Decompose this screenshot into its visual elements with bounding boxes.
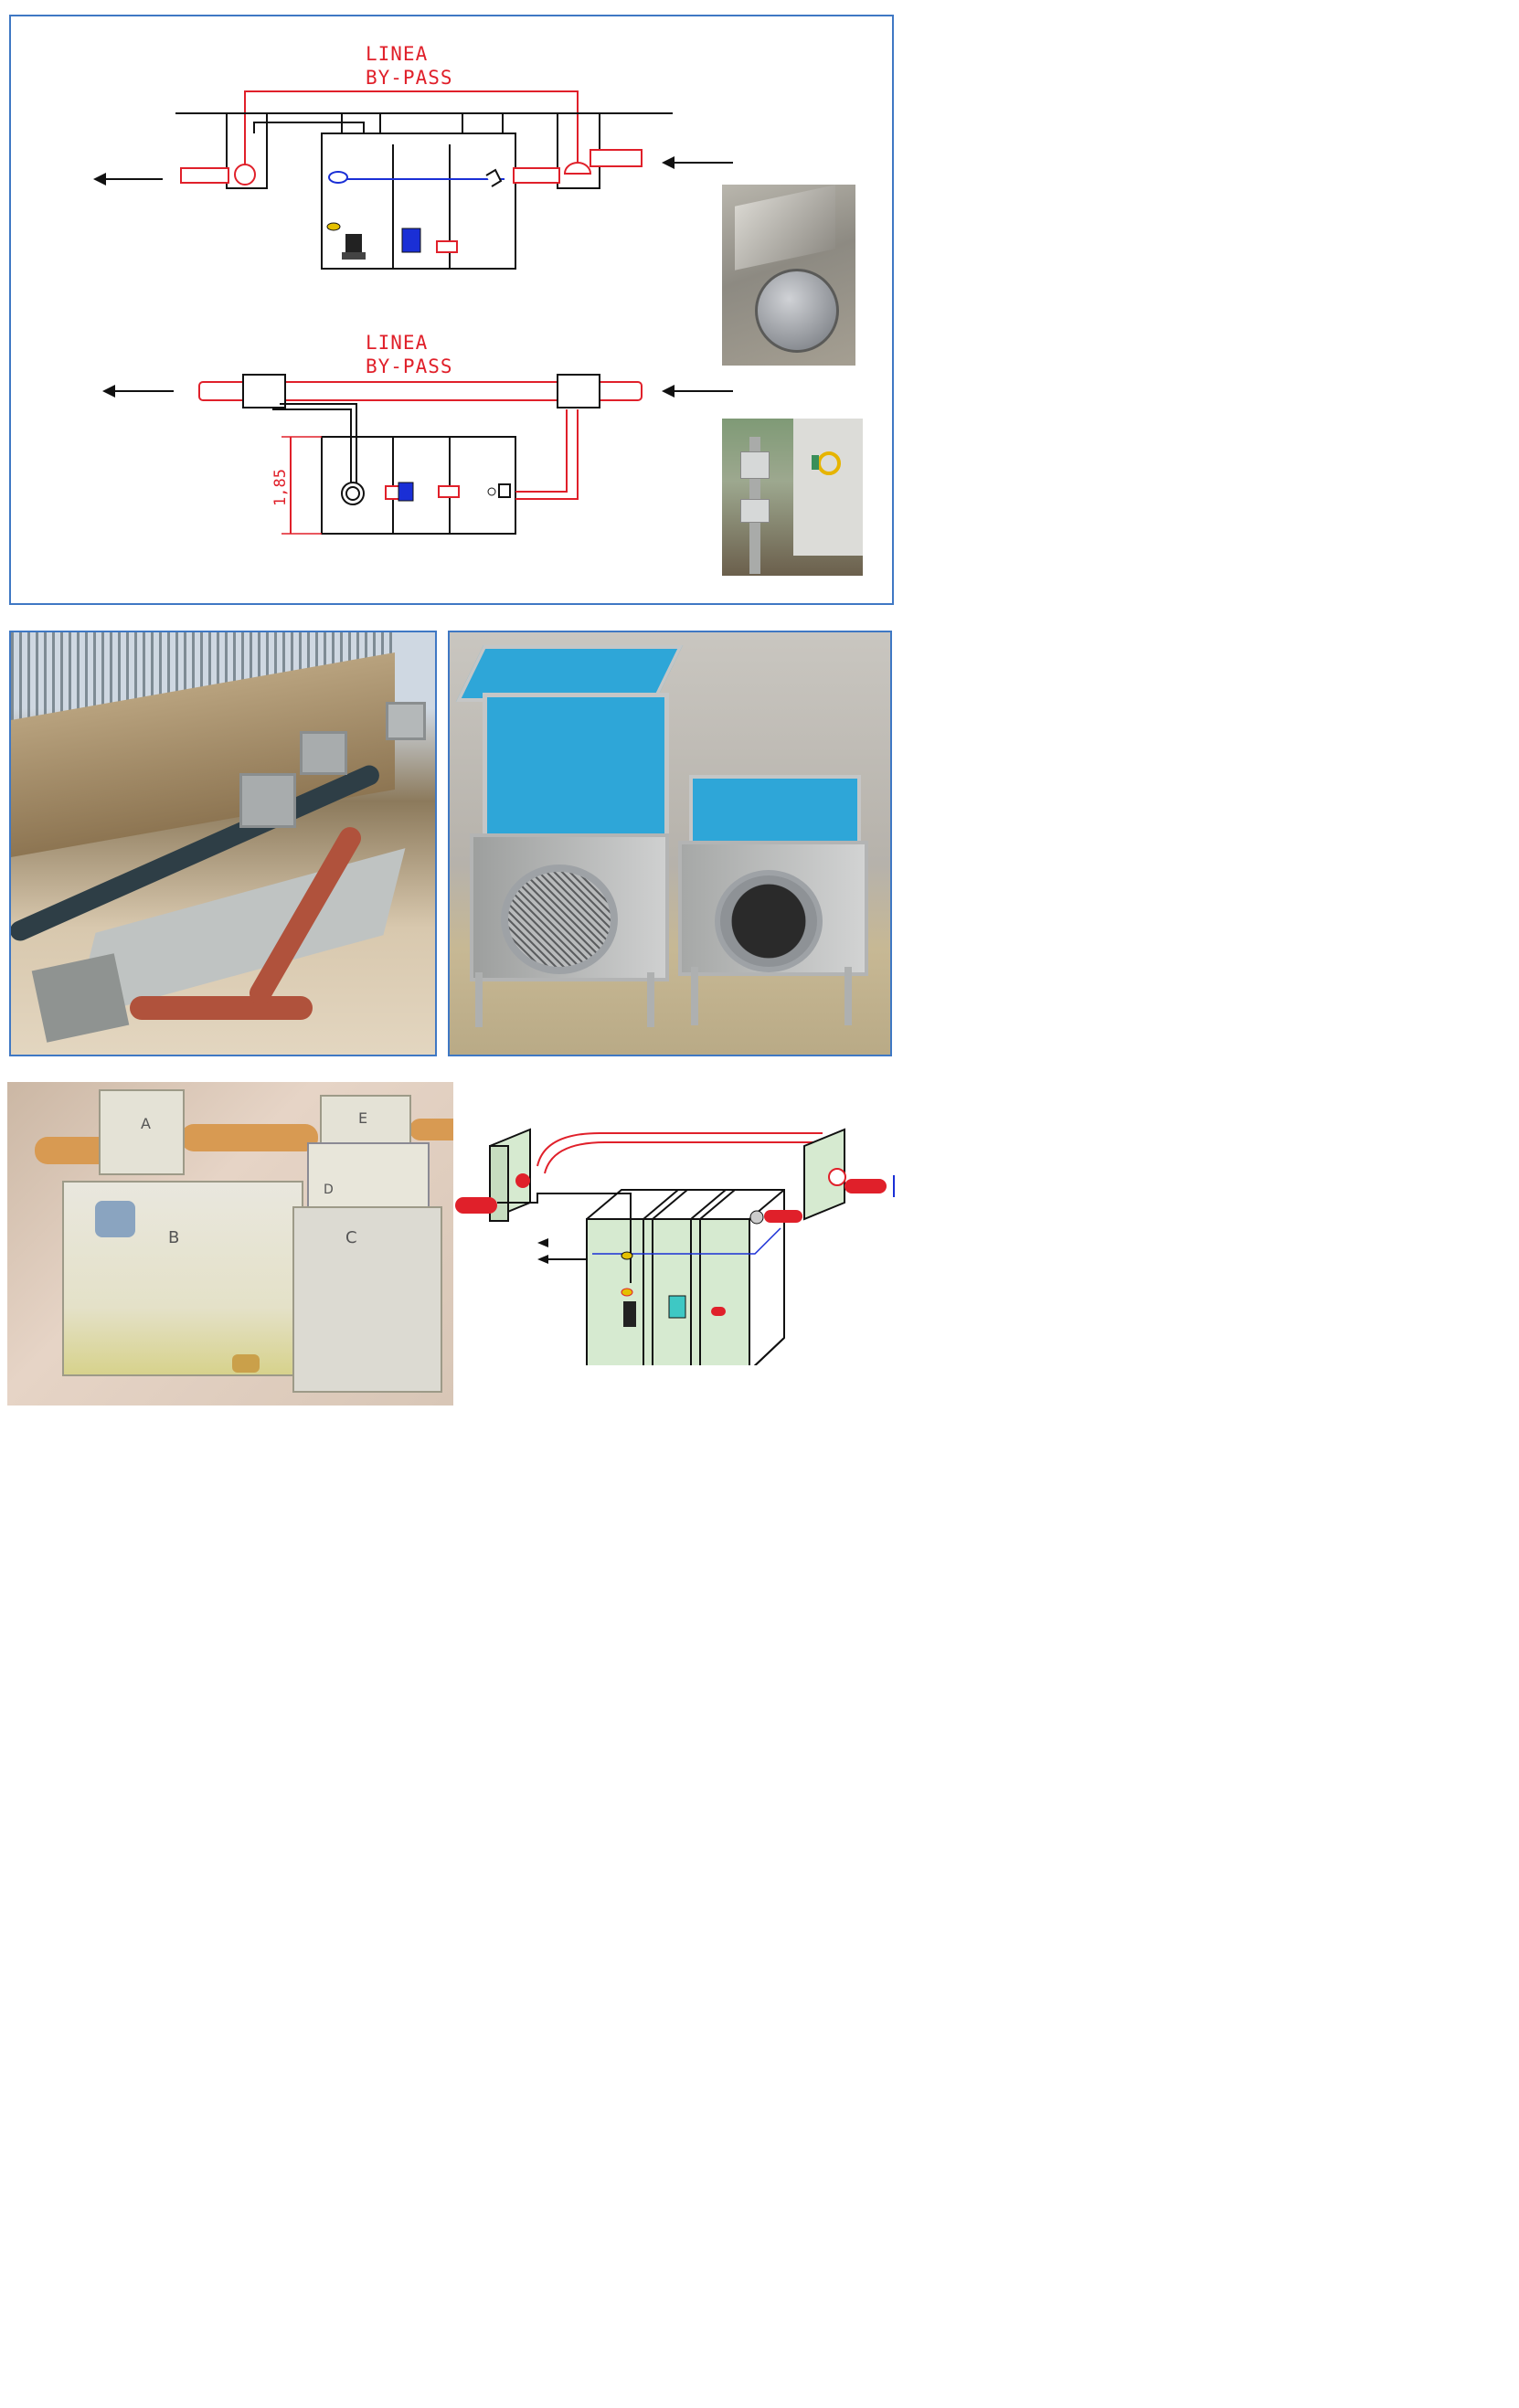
plan-outflow-arrow-icon: [102, 385, 115, 398]
sketch-label-e: E: [358, 1109, 368, 1127]
iso-water-level: [592, 1227, 781, 1255]
iso-outlet-pipe: [455, 1197, 497, 1214]
iso-bypass-line: [536, 1132, 823, 1167]
photo-electrical-control-panel: [722, 419, 863, 576]
outflow-arrow-icon: [93, 173, 106, 186]
outlet-manhole: [226, 113, 268, 189]
sketch-tank-cutaway: A E D B C: [7, 1082, 453, 1406]
iso-outflow-arrow-icon: [537, 1255, 548, 1264]
photo-installed-concrete-tank-with-bypass-pipe: [9, 631, 437, 1056]
plan-label-line1: LINEA: [366, 332, 428, 354]
top-diagram-panel: LINEA BY-PASS: [9, 15, 894, 605]
photo-steel-odor-filter-boxes: [448, 631, 892, 1056]
section-label-line1: LINEA: [366, 43, 428, 65]
sketch-label-d: D: [324, 1183, 334, 1197]
plan-label-line2: BY-PASS: [366, 355, 453, 377]
section-bypass-line: [244, 90, 579, 170]
sketch-label-a: A: [141, 1115, 151, 1132]
plan-bypass-pipe: [198, 381, 643, 401]
section-label-line2: BY-PASS: [366, 67, 453, 89]
sketch-label-c: C: [345, 1228, 357, 1247]
bypass-line-drawings: LINEA BY-PASS: [93, 43, 733, 535]
height-dimension: 1,85: [271, 469, 290, 506]
inflow-arrow-icon: [662, 156, 675, 169]
plan-inflow-arrow-icon: [662, 385, 675, 398]
isometric-tank-diagram: [455, 1128, 895, 1365]
iso-inlet-pipe: [764, 1210, 802, 1223]
sketch-label-b: B: [168, 1228, 180, 1247]
photo-bypass-valve: [722, 185, 855, 366]
